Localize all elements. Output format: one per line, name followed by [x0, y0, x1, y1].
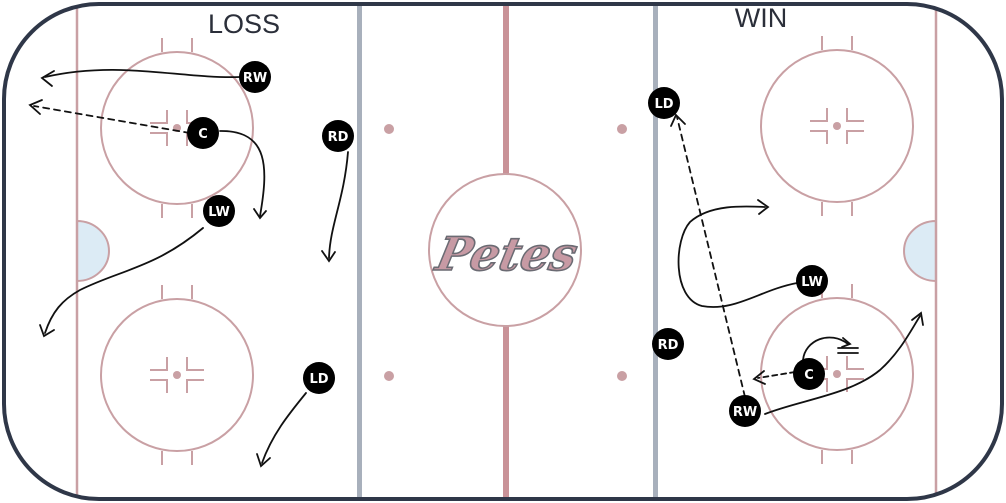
neutral-dot-top-right — [617, 124, 627, 134]
petes-logo: Petes — [429, 226, 583, 282]
faceoff-circle-bottom-left — [100, 285, 254, 465]
neutral-dot-bottom-left — [384, 371, 394, 381]
faceoff-circle-top-right — [760, 36, 914, 216]
svg-text:C: C — [804, 368, 814, 383]
win-c-dashed-pass — [757, 371, 796, 379]
win-label: WIN — [735, 3, 787, 33]
loss-label: LOSS — [208, 9, 280, 39]
win-rw-dashed-pass — [676, 116, 746, 398]
loss-c-dashed-pass — [33, 105, 191, 134]
center-circle — [428, 173, 582, 327]
win-lw-path — [677, 205, 798, 308]
svg-text:RD: RD — [658, 338, 679, 353]
win-player-rd: RD — [652, 328, 684, 360]
neutral-dot-top-left — [384, 124, 394, 134]
loss-player-c: C — [187, 117, 219, 149]
loss-ld-path — [261, 392, 307, 464]
svg-text:C: C — [198, 127, 208, 142]
svg-text:LD: LD — [309, 372, 328, 387]
svg-text:LW: LW — [208, 205, 230, 220]
loss-player-ld: LD — [303, 362, 335, 394]
left-blue-line — [357, 4, 362, 499]
loss-rd-path — [328, 151, 349, 259]
svg-text:RW: RW — [733, 405, 757, 420]
win-rw-path — [764, 315, 921, 415]
svg-text:RW: RW — [243, 71, 267, 86]
svg-text:RD: RD — [328, 130, 349, 145]
win-c-curl-path — [802, 336, 849, 361]
loss-lw-path — [44, 227, 204, 334]
svg-text:Petes: Petes — [430, 226, 583, 280]
win-player-ld: LD — [648, 87, 680, 119]
win-player-rw: RW — [729, 395, 761, 427]
loss-rw-path — [44, 68, 241, 79]
loss-player-rw: RW — [239, 61, 271, 93]
svg-text:LD: LD — [654, 97, 673, 112]
neutral-dot-bottom-right — [617, 371, 627, 381]
loss-player-rd: RD — [322, 120, 354, 152]
right-goal-crease — [903, 219, 937, 283]
win-player-c: C — [793, 358, 825, 390]
loss-c-path — [219, 130, 266, 217]
svg-text:LW: LW — [801, 275, 823, 290]
left-goal-crease — [76, 219, 110, 283]
right-blue-line — [653, 4, 658, 499]
faceoff-circle-top-left — [100, 38, 254, 218]
win-player-lw: LW — [796, 265, 828, 297]
loss-player-lw: LW — [203, 195, 235, 227]
